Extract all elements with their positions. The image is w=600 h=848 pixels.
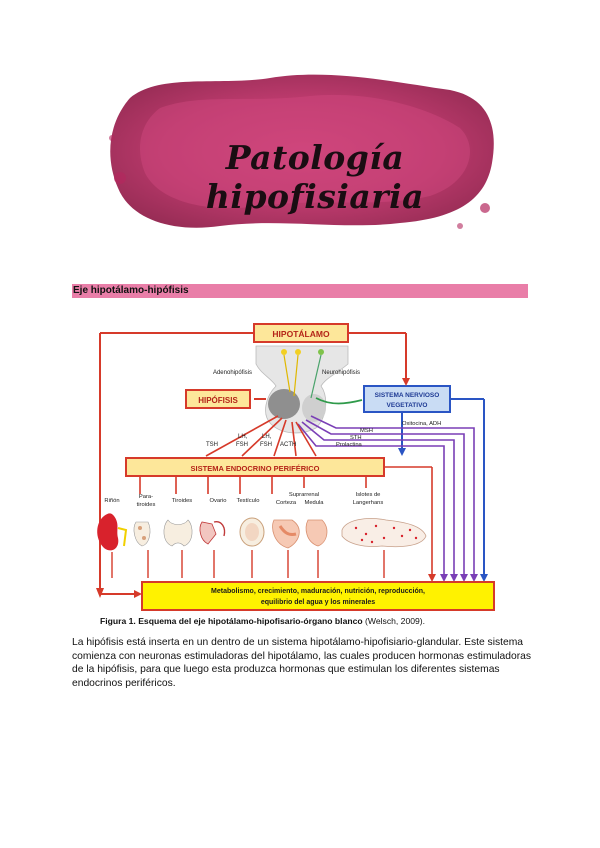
thyroid-illustration — [163, 519, 193, 547]
sep-label: SISTEMA ENDOCRINO PERIFÉRICO — [191, 464, 320, 473]
hipotalamo-label: HIPOTÁLAMO — [272, 329, 330, 339]
tsh-label: TSH — [206, 442, 218, 448]
suprarrenal-label: Suprarrenal — [289, 492, 319, 498]
figure-caption-citation: (Welsch, 2009). — [362, 616, 426, 626]
medula-label: Medula — [304, 500, 324, 506]
lh-fsh-2a-label: LH, — [262, 434, 272, 440]
ovario-label: Ovario — [209, 498, 226, 504]
figure-caption-bold: Figura 1. Esquema del eje hipotálamo-hip… — [100, 616, 363, 626]
adenohipofisis-label: Adenohipófisis — [213, 370, 252, 376]
metabolism-line-2: equilibrio del agua y los minerales — [261, 599, 375, 606]
header-banner — [109, 74, 494, 229]
metabolism-line-1: Metabolismo, crecimiento, maduración, nu… — [211, 588, 425, 595]
oxitocina-label: Oxitocina, ADH — [402, 421, 441, 427]
figure-caption: Figura 1. Esquema del eje hipotálamo-hip… — [100, 616, 520, 626]
hypothalamus-pituitary-diagram: HIPOTÁLAMO Adenohipófisis Neurohipófisis… — [66, 316, 506, 616]
lh-fsh-1a-label: LH, — [238, 434, 248, 440]
lh-fsh-2b-label: FSH — [260, 442, 272, 448]
testiculo-label: Testículo — [237, 498, 260, 504]
rinon-label: Riñón — [104, 498, 119, 504]
paratiroides-a-label: Para- — [139, 494, 153, 500]
prolactina-label: Prolactina — [336, 442, 363, 448]
corteza-label: Corteza — [276, 500, 297, 506]
section-heading-bar — [72, 284, 528, 298]
paratiroides-b-label: tiroides — [137, 502, 156, 508]
islotes-b-label: Langerhans — [353, 500, 384, 506]
ovary-illustration — [199, 521, 217, 545]
neurohipofisis-label: Neurohipófisis — [322, 370, 360, 376]
hipofisis-label: HIPÓFISIS — [198, 396, 238, 405]
snv-label-1: SISTEMA NERVIOSO — [375, 392, 440, 399]
tiroides-label: Tiroides — [172, 498, 193, 504]
acth-label: ACTH — [280, 442, 296, 448]
kidney-illustration — [97, 513, 119, 551]
sth-label: STH — [350, 435, 362, 441]
body-paragraph: La hipófisis está inserta en un dentro d… — [72, 637, 532, 689]
msh-label: MSH — [360, 428, 373, 434]
section-heading: Eje hipotálamo-hipófisis — [73, 285, 189, 296]
islotes-a-label: Islotes de — [356, 492, 381, 498]
lh-fsh-1b-label: FSH — [236, 442, 248, 448]
snv-label-2: VEGETATIVO — [387, 402, 428, 409]
page-title: Patología hipofisiaria — [205, 138, 425, 216]
